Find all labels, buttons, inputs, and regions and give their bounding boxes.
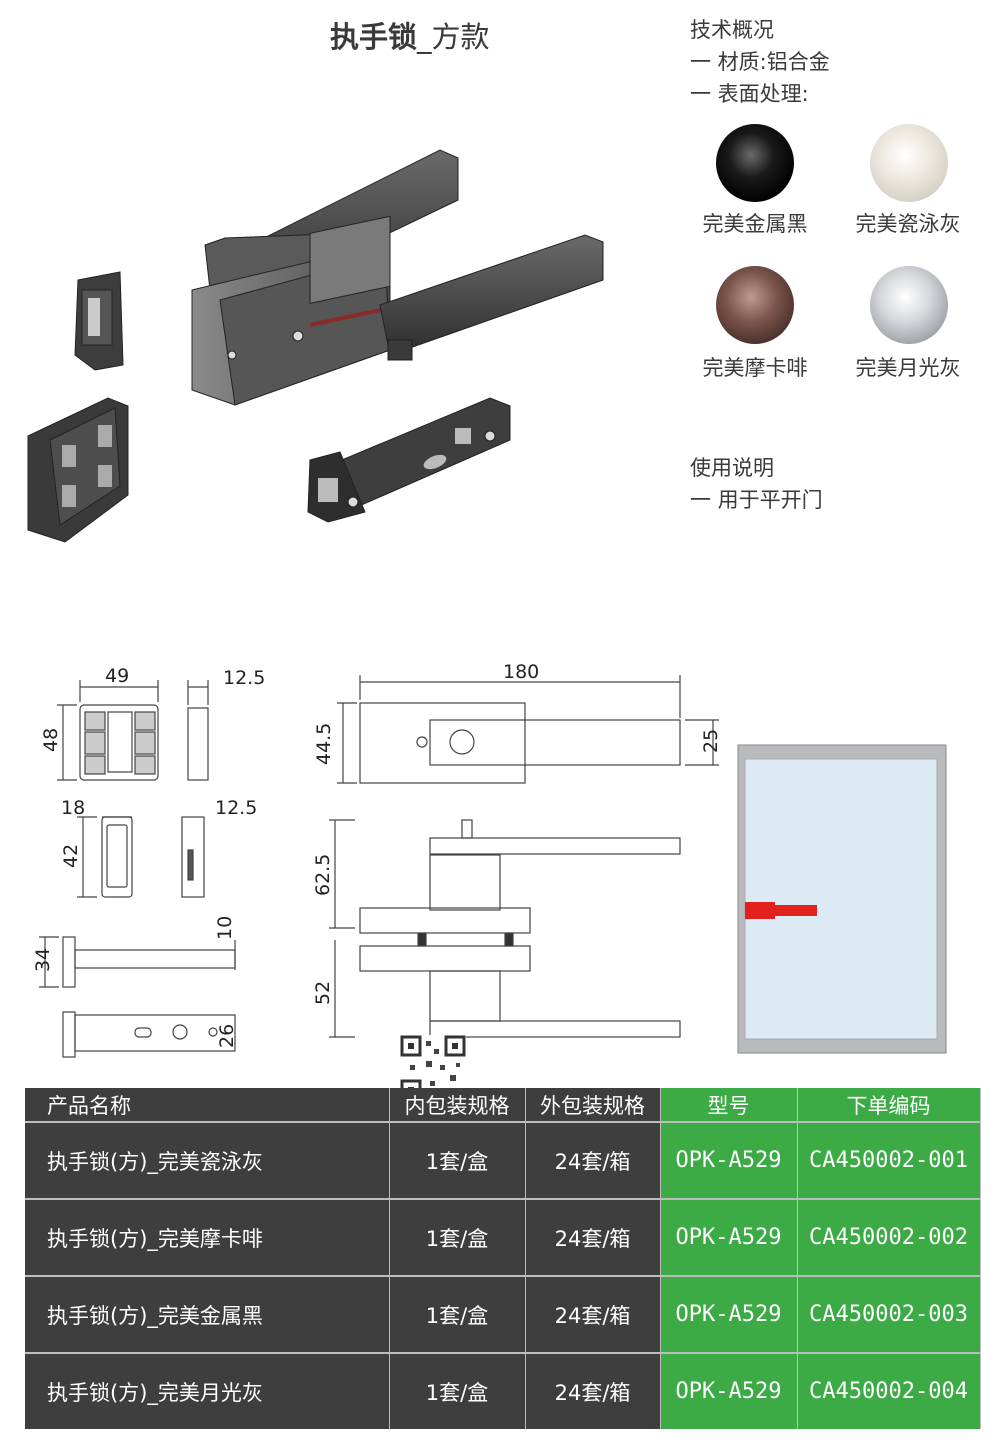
lock-body	[191, 215, 391, 406]
page-title: 执手锁_方款	[330, 20, 490, 54]
cell-inner: 1套/盒	[389, 1352, 526, 1429]
usage-heading: 使用说明	[690, 456, 774, 480]
swatch-black	[716, 124, 794, 202]
cell-inner: 1套/盒	[389, 1121, 526, 1199]
cell-code: CA450002-004	[797, 1352, 981, 1429]
cell-code: CA450002-003	[797, 1275, 981, 1353]
technical-drawings: 49 12.5 48 18 12.5 42 34 10 26 180 44.5 …	[32, 661, 722, 1058]
dim-latch-face: 26	[216, 1024, 238, 1048]
dim-lever-height: 25	[700, 729, 722, 753]
col-header-inner: 内包装规格	[389, 1088, 526, 1122]
plate-front-view	[79, 704, 159, 781]
col-header-name: 产品名称	[25, 1088, 390, 1122]
spec-table: 产品名称 内包装规格 外包装规格 型号 下单编码 执手锁(方)_完美瓷泳灰 1套…	[25, 1088, 981, 1429]
swatch-ceramic-grey	[870, 124, 948, 202]
cell-name: 执手锁(方)_完美摩卡啡	[25, 1198, 390, 1276]
front-lever	[379, 234, 604, 361]
latch-bolt	[307, 397, 511, 523]
cell-model: OPK-A529	[660, 1121, 798, 1199]
lock-side-view	[329, 819, 681, 1038]
cell-outer: 24套/箱	[525, 1198, 661, 1276]
dim-plate-height: 48	[40, 728, 62, 752]
dim-latch-thickness: 10	[214, 916, 236, 940]
cell-model: OPK-A529	[660, 1352, 798, 1429]
tech-overview-heading: 技术概况	[690, 18, 774, 42]
dim-cup-height: 42	[60, 844, 82, 868]
table-row: 执手锁(方)_完美月光灰 1套/盒 24套/箱 OPK-A529 CA45000…	[25, 1352, 981, 1429]
dim-cup-width: 18	[61, 797, 85, 819]
swatch-moonlight-grey	[870, 266, 948, 344]
usage-item: 一 用于平开门	[690, 488, 823, 512]
tech-overview: 技术概况 一 材质:铝合金 一 表面处理:	[690, 14, 830, 110]
plate-side-view	[187, 707, 209, 781]
door-handle	[745, 905, 817, 916]
dim-total-length: 180	[503, 661, 539, 683]
cell-outer: 24套/箱	[525, 1352, 661, 1429]
cell-name: 执手锁(方)_完美瓷泳灰	[25, 1121, 390, 1199]
dim-cup-depth: 12.5	[215, 797, 257, 819]
door-illustration	[737, 744, 947, 1054]
cell-outer: 24套/箱	[525, 1275, 661, 1353]
cup-side-view	[181, 816, 205, 898]
dim-lever-offset-bottom: 52	[312, 981, 334, 1005]
swatch-label-mocha: 完美摩卡啡	[702, 356, 808, 380]
cell-model: OPK-A529	[660, 1275, 798, 1353]
swatch-label-ceramic-grey: 完美瓷泳灰	[855, 212, 961, 236]
cell-outer: 24套/箱	[525, 1121, 661, 1199]
table-row: 执手锁(方)_完美摩卡啡 1套/盒 24套/箱 OPK-A529 CA45000…	[25, 1198, 981, 1276]
swatch-label-moonlight-grey: 完美月光灰	[855, 356, 961, 380]
cell-code: CA450002-001	[797, 1121, 981, 1199]
table-row: 执手锁(方)_完美金属黑 1套/盒 24套/箱 OPK-A529 CA45000…	[25, 1275, 981, 1353]
latch-top-view	[62, 936, 76, 988]
finish-heading: 一 表面处理:	[690, 82, 809, 106]
glass-panel	[744, 758, 938, 1040]
cell-model: OPK-A529	[660, 1198, 798, 1276]
cell-name: 执手锁(方)_完美金属黑	[25, 1275, 390, 1353]
col-header-outer: 外包装规格	[525, 1088, 661, 1122]
material-line: 一 材质:铝合金	[690, 50, 830, 74]
col-header-model: 型号	[660, 1088, 798, 1122]
col-header-code: 下单编码	[797, 1088, 981, 1122]
usage-section: 使用说明 一 用于平开门	[690, 452, 823, 516]
cell-inner: 1套/盒	[389, 1198, 526, 1276]
cell-inner: 1套/盒	[389, 1275, 526, 1353]
swatch-label-black: 完美金属黑	[702, 212, 808, 236]
table-header-row: 产品名称 内包装规格 外包装规格 型号 下单编码	[25, 1088, 981, 1122]
lock-top-view	[359, 702, 526, 784]
dim-plate-width: 49	[105, 665, 129, 687]
strike-cup	[74, 271, 124, 371]
swatch-mocha	[716, 266, 794, 344]
dim-rose-height: 44.5	[313, 723, 335, 765]
latch-front-view	[62, 1011, 76, 1058]
strike-plate	[27, 397, 129, 543]
cell-code: CA450002-002	[797, 1198, 981, 1276]
cell-name: 执手锁(方)_完美月光灰	[25, 1352, 390, 1429]
product-render	[27, 149, 604, 543]
dim-plate-depth: 12.5	[223, 667, 265, 689]
dim-lever-offset-top: 62.5	[312, 854, 334, 896]
table-row: 执手锁(方)_完美瓷泳灰 1套/盒 24套/箱 OPK-A529 CA45000…	[25, 1121, 981, 1199]
dim-latch-height: 34	[32, 948, 54, 972]
